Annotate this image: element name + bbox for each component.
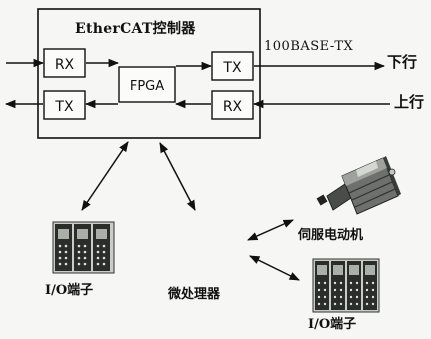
tx-bottom-label: TX [54,99,74,115]
rx-bottom-label: RX [223,99,243,115]
controller-mcu-arrow [159,142,196,211]
controller-io-arrow [81,141,129,211]
fpga-box [118,66,176,103]
io-terminal-right-icon [312,258,380,313]
mcu-io-arrow [249,255,300,281]
mcu-servo-arrow [247,219,294,241]
tx-top-label: TX [222,60,242,76]
servo-motor-label: 伺服电动机 [298,228,364,243]
io-terminal-right-label: I/O端子 [308,317,357,332]
rx-bottom-box [211,90,254,120]
io-terminal-left-icon [52,221,115,274]
downstream-label: 下行 [387,53,418,71]
tx-bottom-box [43,90,86,120]
link-standard-label: 100BASE-TX [264,39,354,54]
microprocessor-label: 微处理器 [168,287,221,302]
rx-top-label: RX [55,57,75,73]
controller-title: EtherCAT控制器 [75,21,196,37]
upstream-label: 上行 [394,93,425,111]
servo-motor-icon [316,156,401,215]
fpga-label: FPGA [130,79,164,94]
ethercat-controller-box [37,8,261,139]
io-terminal-left-label: I/O端子 [45,283,94,298]
